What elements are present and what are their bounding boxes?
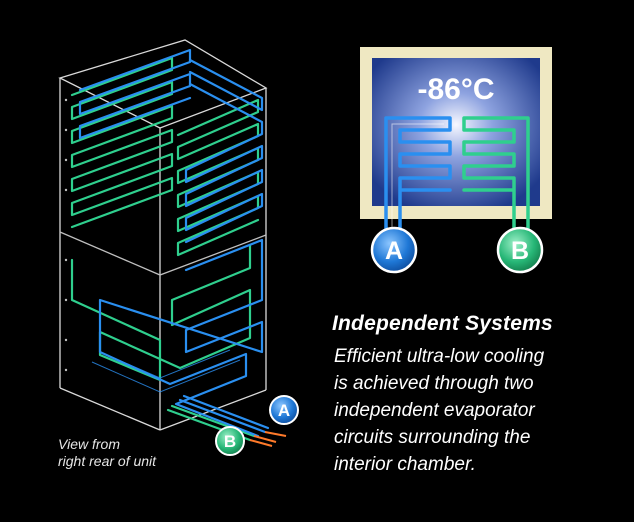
cabinet-coil-a-lower: [98, 238, 264, 438]
cabinet-shelf-line: [59, 231, 267, 276]
chamber-schematic: -86°C: [360, 47, 552, 234]
chamber-coil-b: [462, 116, 530, 234]
description: Efficient ultra-low cooling is achieved …: [334, 343, 624, 478]
cabinet-coil-a-right: [184, 58, 264, 244]
headline: Independent Systems: [332, 312, 553, 335]
description-line: independent evaporator: [334, 400, 535, 421]
cabinet-marker-b: B: [215, 426, 245, 456]
description-line: interior chamber.: [334, 454, 476, 475]
cabinet-coil-b-left: [70, 56, 174, 229]
circuit-a-label: A: [385, 237, 403, 265]
cabinet-coil-b-right: [176, 98, 260, 257]
circuit-b-label: B: [511, 237, 529, 265]
cabinet-marker-a-label: A: [278, 401, 290, 420]
cabinet-marker-b-label: B: [224, 432, 236, 451]
description-line: circuits surrounding the: [334, 427, 531, 448]
cabinet-coil-a-left: [78, 48, 192, 140]
cabinet-lines-a-out: [178, 394, 270, 434]
description-line: is achieved through two: [334, 373, 534, 394]
chamber-coil-a-outline: [391, 123, 444, 232]
cabinet-base-lines: [91, 349, 241, 393]
view-caption: View from right rear of unit: [58, 436, 156, 470]
description-line: Efficient ultra-low cooling: [334, 346, 545, 367]
view-caption-line: right rear of unit: [58, 453, 157, 469]
pipe-tips: [249, 431, 287, 447]
cabinet-rivets: [64, 98, 68, 372]
chamber-coil-a: [384, 116, 452, 234]
temperature-label: -86°C: [417, 73, 494, 106]
cabinet-marker-a: A: [269, 395, 299, 425]
circuit-b-marker: B: [496, 226, 544, 274]
circuit-a-marker: A: [370, 226, 418, 274]
cabinet-coil-b-lower: [70, 243, 252, 382]
cabinet-circuit-a: [78, 48, 270, 438]
view-caption-line: View from: [58, 436, 120, 452]
